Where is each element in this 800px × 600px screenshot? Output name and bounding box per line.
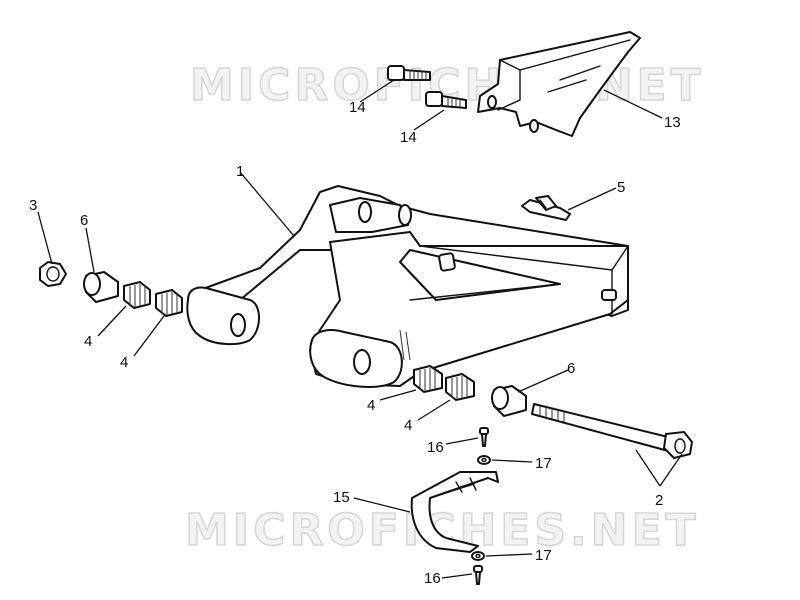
callout-17-upper: 17 [535,455,552,472]
leader-lines [37,79,683,579]
washer-upper-part[interactable] [477,455,491,465]
callout-13: 13 [664,114,681,131]
callout-6-left: 6 [80,212,88,229]
screw-lower-part[interactable] [473,565,483,585]
pivot-bolt-part[interactable] [531,403,693,459]
bearing-right-inner-part[interactable] [445,373,475,401]
nut-part[interactable] [39,261,67,287]
callout-4-right-outer: 4 [367,397,375,414]
bushing-left-part[interactable] [83,271,119,303]
callout-15: 15 [333,489,350,506]
swingarm-part[interactable] [186,185,629,388]
chain-guard-part[interactable] [477,31,641,137]
watermark-bottom: MICROFICHES.NET [185,505,700,556]
callout-16-upper: 16 [427,439,444,456]
callout-16-lower: 16 [424,570,441,587]
callout-4-right-inner: 4 [404,417,412,434]
bearing-left-outer-part[interactable] [123,281,151,309]
callout-5: 5 [617,179,625,196]
callout-4-left-outer: 4 [84,333,92,350]
bolt-upper-part[interactable] [387,65,431,81]
callout-4-left-inner: 4 [120,354,128,371]
callout-1: 1 [236,163,244,180]
callout-14-upper: 14 [349,99,366,116]
callout-2: 2 [655,492,663,509]
screw-upper-part[interactable] [479,427,489,447]
callout-3: 3 [29,197,37,214]
bearing-right-outer-part[interactable] [413,365,443,393]
callout-14-lower: 14 [400,129,417,146]
washer-lower-part[interactable] [471,551,485,561]
bracket-part[interactable] [410,471,499,553]
bearing-left-inner-part[interactable] [155,289,183,317]
callout-6-right: 6 [567,360,575,377]
clip-part[interactable] [521,195,571,221]
bolt-lower-part[interactable] [425,91,467,109]
bushing-right-part[interactable] [491,385,527,417]
callout-17-lower: 17 [535,547,552,564]
